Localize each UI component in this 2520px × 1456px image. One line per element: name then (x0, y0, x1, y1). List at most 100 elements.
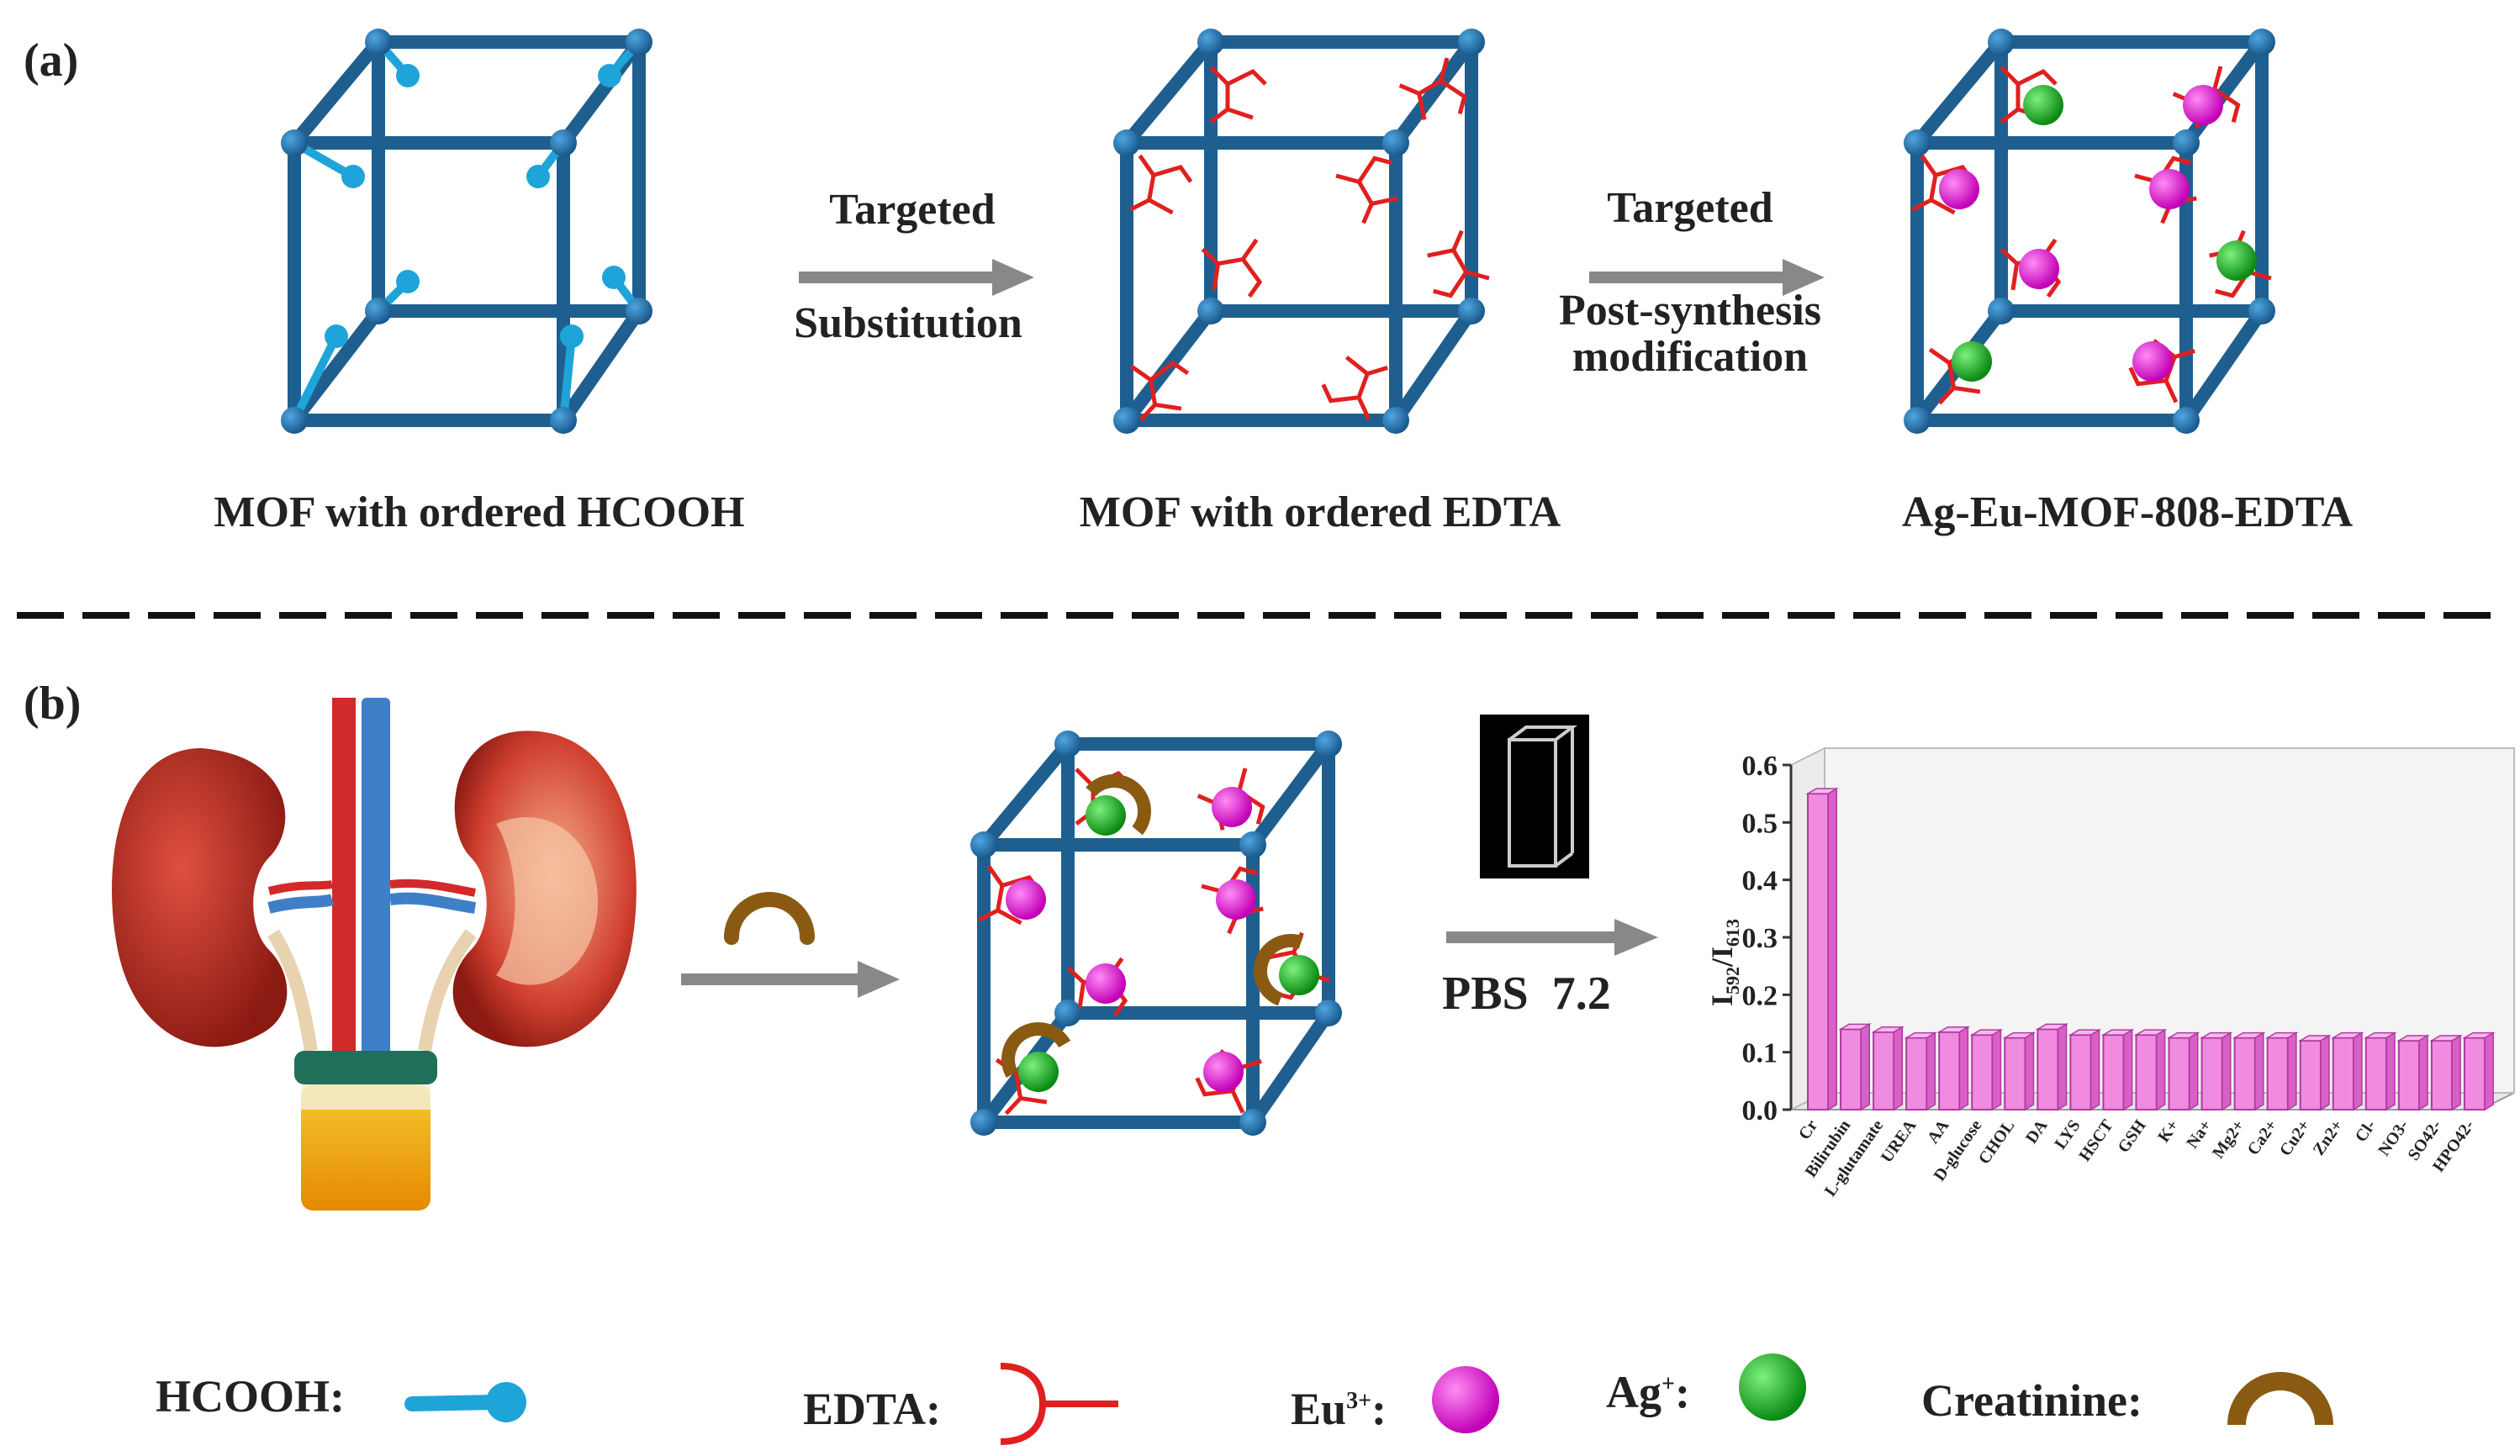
bar (2463, 1037, 2486, 1111)
y-tick-label: 0.6 (1742, 751, 1778, 782)
bar (1905, 1037, 1928, 1111)
ag-ion (1018, 1052, 1059, 1092)
hcooh-linker (559, 332, 576, 425)
step2-line2: Post-synthesis (1558, 287, 1822, 335)
bar-side (2418, 1034, 2428, 1111)
cube-node (2248, 29, 2275, 55)
cube-node (970, 831, 997, 858)
cube-node (1458, 298, 1485, 324)
edta-ligand (1129, 154, 1193, 215)
bar-side (1827, 787, 1837, 1111)
caption-ag-eu-mof: Ag-Eu-MOF-808-EDTA (1901, 488, 2354, 536)
bar (1938, 1031, 1961, 1110)
mof-edta-cube (1113, 29, 1490, 434)
bar (1971, 1034, 1994, 1110)
legend-eu-symbol (1432, 1366, 1499, 1433)
caption-mof-hcooh: MOF with ordered HCOOH (214, 488, 745, 536)
cube-edge (1120, 35, 1218, 150)
cube-node (1904, 129, 1931, 156)
legend-eu-sup: 3+ (1346, 1388, 1372, 1414)
cube-node (1054, 1000, 1081, 1026)
x-tick-label: LYS (2051, 1116, 2084, 1153)
legend-edta-label: EDTA: (803, 1384, 942, 1434)
ag-ion (1279, 955, 1319, 995)
x-tick-label: Cr (1795, 1116, 1821, 1143)
x-tick-label: Ca2+ (2244, 1116, 2281, 1158)
bar (2168, 1037, 2190, 1111)
creatinine-addition-arrow (681, 892, 900, 998)
eu-ion (1006, 879, 1046, 920)
cube-edge (288, 304, 385, 427)
bar-side (2353, 1031, 2363, 1111)
step1-arrow (799, 259, 1034, 296)
ag-ion (1086, 795, 1126, 836)
bar-side (2222, 1031, 2232, 1111)
cube-node (1315, 731, 1342, 757)
bar-side (2188, 1031, 2199, 1111)
cube-node (970, 1109, 997, 1136)
kidney-urine-illustration (112, 698, 637, 1211)
x-tick-label: Mg2+ (2209, 1116, 2248, 1162)
cube-node (626, 29, 652, 55)
cube-node (281, 407, 308, 434)
bar (1873, 1031, 1895, 1110)
legend-ag-label: Ag+: (1606, 1367, 1690, 1417)
x-tick-label: Na+ (2183, 1116, 2216, 1152)
bar (1840, 1028, 1862, 1111)
selectivity-bar-chart: 0.00.10.20.30.40.50.6I592/I613CrBilirubi… (1705, 746, 2515, 1200)
step1-line2: Substitution (794, 299, 1022, 347)
pbs-ph: 7.2 (1551, 968, 1611, 1020)
edta-ligand (1129, 360, 1190, 422)
step1-line1: Targeted (829, 186, 996, 234)
y-tick-label: 0.1 (1742, 1038, 1778, 1069)
bar (2004, 1037, 2026, 1111)
cube-edge (288, 35, 385, 150)
edta-ligand (1427, 229, 1490, 298)
bar (2299, 1040, 2322, 1110)
bar-side (2122, 1028, 2133, 1111)
cube-edge (1389, 304, 1478, 427)
x-tick-label: Zn2+ (2310, 1116, 2347, 1158)
mof-hcooh-cube (281, 29, 652, 434)
ag-ion (1952, 341, 1992, 382)
legend-eu-text: Eu (1291, 1384, 1347, 1434)
hcooh-head (598, 64, 621, 87)
legend-creatinine-symbol (2227, 1372, 2333, 1426)
cube-node (1988, 29, 2015, 55)
edta-ligand (1321, 356, 1388, 420)
ag-ion (2216, 240, 2257, 281)
cube-node (1197, 29, 1224, 55)
bar-side (2089, 1028, 2100, 1111)
bar (2102, 1034, 2125, 1110)
eu-ion (1212, 787, 1252, 827)
step2-arrow (1589, 259, 1825, 296)
bar (2364, 1037, 2388, 1111)
legend-ag-text: Ag (1606, 1367, 1662, 1417)
ag-ion (2023, 85, 2063, 125)
bar (2200, 1037, 2223, 1111)
pbs-text: PBS (1442, 968, 1529, 1020)
creatinine-molecule (1254, 934, 1304, 1006)
bar (2037, 1028, 2059, 1111)
cube-node (626, 298, 652, 324)
hcooh-head (526, 165, 550, 188)
cube-node (1382, 407, 1409, 434)
creatinine-molecule (1086, 774, 1151, 836)
cube-node (550, 407, 577, 434)
y-tick-label: 0.4 (1742, 866, 1778, 897)
bar-side (1926, 1031, 1936, 1111)
cube-node (1315, 1000, 1342, 1026)
eu-ion (1216, 879, 1256, 920)
cube-edge (1246, 737, 1335, 852)
panel-a-label: (a) (24, 34, 79, 87)
cube-edge (977, 737, 1075, 852)
cuvette-icon (1480, 715, 1589, 878)
eu-ion (2132, 341, 2173, 382)
legend-ag-sup: + (1662, 1371, 1675, 1397)
legend-hcooh-symbol (404, 1382, 526, 1422)
bar-side (2484, 1031, 2494, 1111)
y-axis-label: I592/I613 (1705, 919, 1743, 1006)
y-tick-label: 0.2 (1742, 980, 1778, 1011)
edta-ligand (1201, 238, 1263, 298)
bar (2430, 1040, 2454, 1110)
